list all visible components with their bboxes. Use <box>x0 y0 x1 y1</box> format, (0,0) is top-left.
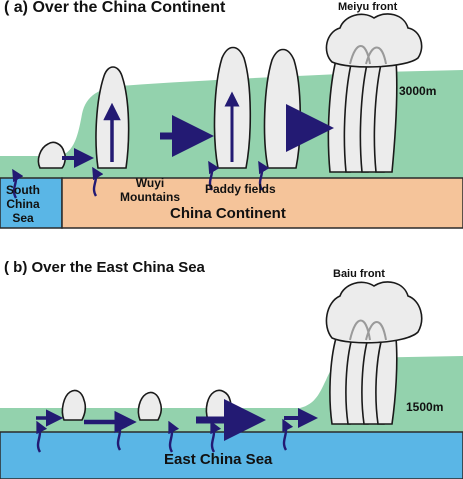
moisture-arrow-a3 <box>208 160 220 191</box>
cloud-b2 <box>137 391 163 421</box>
panel-a-title: ( a) Over the China Continent <box>4 0 226 16</box>
panel-b <box>0 281 463 479</box>
baiu-front-cloud <box>325 281 423 425</box>
moisture-arrow-a4 <box>258 160 270 191</box>
height-label-a: 3000m <box>399 84 437 98</box>
moisture-arrow-b3 <box>168 420 180 453</box>
cloud-small-a <box>37 141 67 169</box>
moisture-arrow-b2 <box>116 418 128 451</box>
south-china-sea <box>0 177 63 229</box>
meiyu-front-label: Meiyu front <box>338 1 398 13</box>
moisture-arrow-b5 <box>282 418 294 451</box>
cloud-paddy-2 <box>263 48 302 169</box>
moisture-arrow-a1 <box>12 168 24 199</box>
cloud-b1 <box>61 389 87 421</box>
moisture-arrow-b4 <box>210 420 222 453</box>
paddy-fields-label: Paddy fields <box>205 182 276 196</box>
wuyi-mountains-label: Wuyi Mountains <box>120 176 180 204</box>
china-continent-label: China Continent <box>170 205 286 222</box>
height-label-b: 1500m <box>406 400 444 414</box>
baiu-front-label: Baiu front <box>333 268 385 280</box>
panel-b-title: ( b) Over the East China Sea <box>4 259 205 276</box>
moisture-arrow-b1 <box>36 420 48 453</box>
moisture-arrow-a2 <box>92 166 104 197</box>
panel-a <box>0 13 463 229</box>
south-china-sea-label: South China Sea <box>6 183 40 225</box>
meiyu-front-cloud <box>325 13 423 173</box>
cloud-b3 <box>205 389 233 421</box>
china-continent <box>61 177 463 229</box>
east-china-sea-label: East China Sea <box>164 451 273 468</box>
